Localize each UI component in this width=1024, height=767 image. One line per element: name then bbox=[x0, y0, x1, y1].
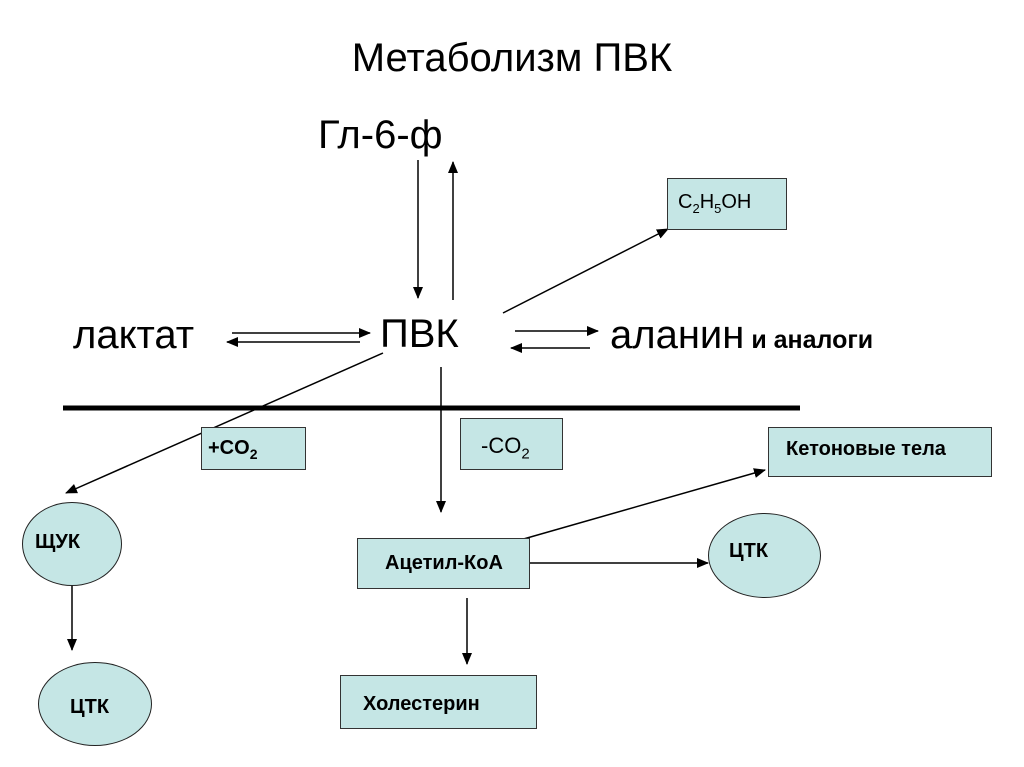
node-lactate: лактат bbox=[73, 313, 195, 357]
arrow-acetyl-to-ketone bbox=[519, 468, 766, 541]
node-pvk: ПВК bbox=[380, 312, 459, 356]
minus-co2-label: -CO2 bbox=[481, 433, 530, 463]
ethanol-box: C2H5OH bbox=[667, 178, 787, 230]
node-alanine-suffix: и аналоги bbox=[751, 326, 874, 354]
node-alanine: аланин bbox=[610, 313, 745, 357]
acetyl-coa-label: Ацетил-КоА bbox=[385, 552, 503, 574]
ketone-label: Кетоновые тела bbox=[786, 438, 946, 460]
ketone-box: Кетоновые тела bbox=[768, 427, 992, 477]
plus-co2-label: +CO2 bbox=[208, 437, 258, 462]
shuk-label: ЩУК bbox=[35, 531, 81, 553]
shuk-oval: ЩУК bbox=[22, 502, 122, 586]
arrow-pvk-to-shuk bbox=[65, 352, 384, 494]
node-alanine-group: аланин и аналоги bbox=[610, 313, 873, 358]
arrow-pvk-to-ethanol bbox=[502, 228, 669, 314]
minus-co2-box: -CO2 bbox=[460, 418, 563, 470]
cholesterol-box: Холестерин bbox=[340, 675, 537, 729]
tca-right-label: ЦТК bbox=[729, 540, 769, 562]
ethanol-formula: C2H5OH bbox=[678, 191, 752, 216]
plus-co2-box: +CO2 bbox=[201, 427, 306, 470]
tca-oval-left: ЦТК bbox=[38, 662, 152, 746]
tca-left-label: ЦТК bbox=[70, 696, 110, 718]
node-gl6f: Гл-6-ф bbox=[318, 113, 443, 157]
page-title: Метаболизм ПВК bbox=[351, 36, 673, 80]
acetyl-coa-box: Ацетил-КоА bbox=[357, 538, 530, 589]
tca-oval-right: ЦТК bbox=[708, 513, 821, 598]
cholesterol-label: Холестерин bbox=[363, 693, 480, 715]
